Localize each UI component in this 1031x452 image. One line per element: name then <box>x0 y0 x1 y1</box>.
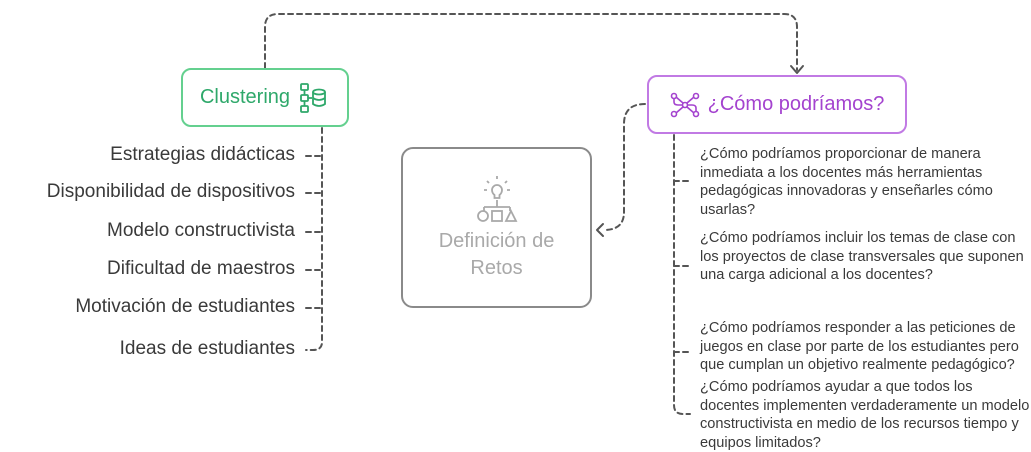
questions-bracket <box>673 134 691 415</box>
clustering-item: Ideas de estudiantes <box>119 338 295 359</box>
question-item: ¿Cómo podríamos proporcionar de manera i… <box>700 146 993 218</box>
definicion-de-retos-node[interactable]: Definición de Retos <box>401 147 592 308</box>
clustering-item: Disponibilidad de dispositivos <box>46 181 295 202</box>
network-nodes-icon <box>670 92 700 118</box>
clustering-item: Motivación de estudiantes <box>75 296 295 317</box>
clustering-item: Modelo constructivista <box>107 220 295 241</box>
clustering-node[interactable]: Clustering <box>181 68 349 127</box>
como-to-definicion-connector <box>603 103 646 231</box>
arrowhead-down <box>790 65 804 74</box>
definicion-label: Definición de Retos <box>438 229 555 279</box>
arrowhead-left <box>596 223 604 237</box>
clustering-items-bracket <box>305 127 323 351</box>
lightbulb-shapes-icon <box>476 174 518 222</box>
clustering-label: Clustering <box>199 86 291 108</box>
hierarchy-database-icon <box>298 82 330 114</box>
clustering-item: Estrategias didácticas <box>110 144 295 165</box>
question-item: ¿Cómo podríamos incluir los temas de cla… <box>700 230 1024 283</box>
como-podriamos-node[interactable]: ¿Cómo podríamos? <box>647 75 907 134</box>
question-item: ¿Cómo podríamos responder a las peticion… <box>700 320 1019 373</box>
clustering-item: Dificultad de maestros <box>107 258 295 279</box>
como-podriamos-label: ¿Cómo podríamos? <box>707 93 885 115</box>
question-item: ¿Cómo podríamos ayudar a que todos los d… <box>700 379 1030 451</box>
clustering-to-como-connector <box>264 13 798 71</box>
